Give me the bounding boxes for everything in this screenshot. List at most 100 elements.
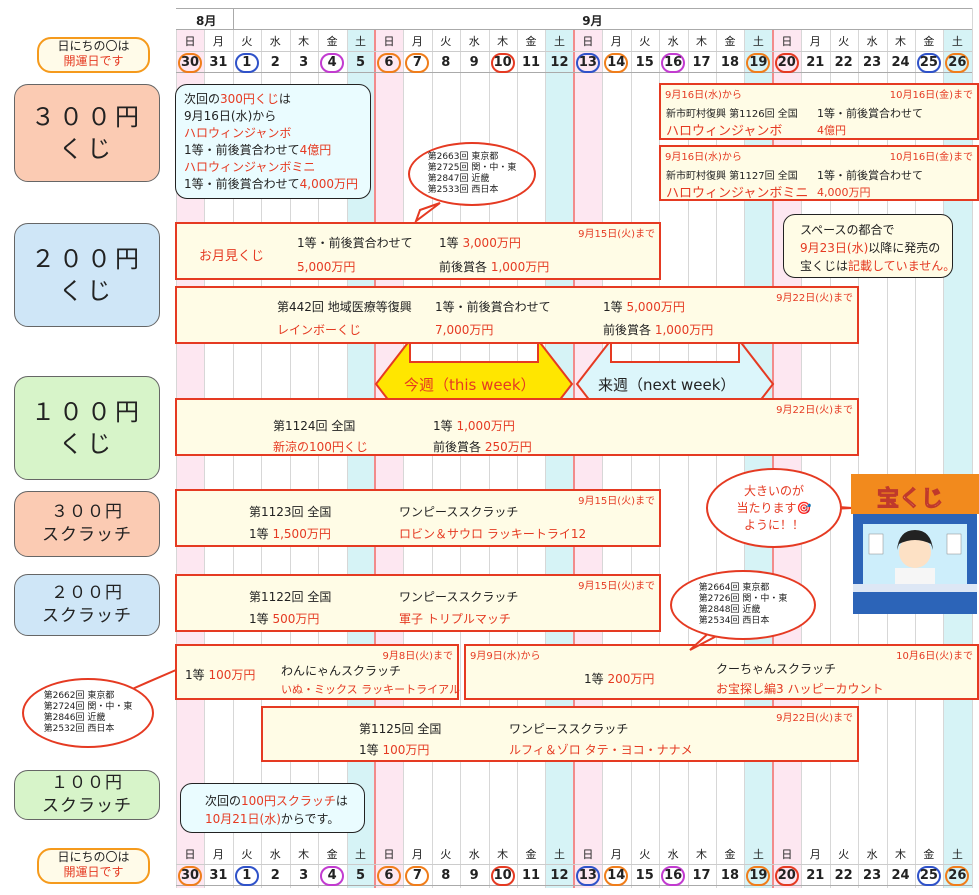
kuchan-scratch-bar[interactable]: 9月9日(水)から 10月6日(火)まで 1等 200万円 クーちゃんスクラッチ… <box>464 644 979 700</box>
lucky-day-number: 14 <box>604 53 629 73</box>
prize-amount: 5,000万円 <box>297 260 356 274</box>
item-subname: いぬ・ミックス ラッキートライアル <box>281 683 461 696</box>
prize-amount: 500万円 <box>272 612 320 626</box>
halloween-jumbo-bar[interactable]: 9月16日(水)から 10月16日(金)まで 新市町村復興 第1126回 全国 … <box>659 83 979 140</box>
round-text: 第1125回 全国 <box>359 722 442 736</box>
weekday-label: 金 <box>326 848 338 861</box>
category-label: １００円 スクラッチ <box>42 773 132 816</box>
halloween-mini-bar[interactable]: 9月16日(水)から 10月16日(金)まで 新市町村復興 第1127回 全国 … <box>659 145 979 201</box>
weekday-label: 火 <box>440 848 452 861</box>
day-number: 21 <box>806 55 825 70</box>
note-text: 次回の <box>205 794 242 808</box>
rounds-text: 第2663回 東京都 第2725回 関・中・東 第2847回 近畿 第2533回… <box>427 152 517 195</box>
lucky-day-number: 1 <box>234 53 259 73</box>
weekday-label: 土 <box>752 35 764 48</box>
lottery-shop-icon <box>851 474 979 614</box>
weekday-label: 水 <box>667 35 679 48</box>
prize-text: 1等・前後賞合わせて <box>817 169 923 182</box>
lucky-day-number: 30 <box>178 53 202 73</box>
day-number: 12 <box>550 55 569 70</box>
otsukimi-rounds-bubble: 第2663回 東京都 第2725回 関・中・東 第2847回 近畿 第2533回… <box>408 142 536 206</box>
lucky-day-label-top: 日にちの〇は 開運日です <box>37 37 150 73</box>
note-text: 1等・前後賞合わせて <box>184 143 300 157</box>
prize-amount: 5,000万円 <box>626 300 685 314</box>
lucky-day-number: 7 <box>405 866 430 886</box>
rainbow-lottery-bar[interactable]: 9月22日(火)まで 第442回 地域医療等復興 レインボーくじ 1等・前後賞合… <box>175 286 859 344</box>
day-number: 15 <box>635 55 654 70</box>
weekday-label: 月 <box>809 35 821 48</box>
category-100yen-lottery: １００円 くじ <box>14 376 160 480</box>
tateyoko-scratch-bar[interactable]: 9月22日(火)まで 第1125回 全国 1等 100万円 ワンピーススクラッチ… <box>261 706 859 762</box>
weekday-label: 火 <box>241 35 253 48</box>
weekday-label: 日 <box>582 848 594 861</box>
prize-text: 1等・前後賞合わせて <box>435 300 551 314</box>
lucky-day-number: 1 <box>234 866 259 886</box>
lottery-shop-illustration: 宝くじ <box>851 474 979 616</box>
next-300-lottery-note: 次回の300円くじは 9月16日(水)から ハロウィンジャンボ 1等・前後賞合わ… <box>175 84 371 199</box>
lucky-day-number: 10 <box>490 53 515 73</box>
prize-text: 1等 <box>439 236 459 250</box>
lucky-day-number: 26 <box>945 866 970 886</box>
series-name: ワンピーススクラッチ <box>399 505 519 519</box>
day-number: 17 <box>692 55 711 70</box>
item-name: 軍子 トリプルマッチ <box>399 612 511 626</box>
note-text: からです。 <box>280 812 340 826</box>
weekday-label: 月 <box>610 848 622 861</box>
day-number: 3 <box>299 868 309 883</box>
note-text: 以降に発売の <box>868 241 941 255</box>
day-number: 17 <box>692 868 711 883</box>
weekday-label: 木 <box>895 848 906 861</box>
prize-text: 1等 <box>249 527 269 541</box>
note-text: 100円スクラッチ <box>241 794 336 808</box>
weekday-label: 水 <box>269 848 281 861</box>
rounds-text: 第2664回 東京都 第2726回 関・中・東 第2848回 近畿 第2534回… <box>698 583 788 626</box>
lucky-day-number: 20 <box>774 53 799 73</box>
end-date: 9月15日(火)まで <box>578 496 655 507</box>
round-text: 新市町村復興 第1127回 全国 <box>666 171 798 182</box>
note-text: 9月16日(水)から <box>184 109 277 123</box>
prize-amount: 4,000万円 <box>817 186 871 199</box>
prize-amount: 4億円 <box>817 124 846 137</box>
prize-text: 1等・前後賞合わせて <box>297 236 413 250</box>
triple-match-scratch-bar[interactable]: 9月15日(火)まで 第1122回 全国 1等 500万円 ワンピーススクラッチ… <box>175 574 661 632</box>
lucky-day-label-line2: 開運日です <box>63 865 124 879</box>
weekday-label: 金 <box>923 848 935 861</box>
weekday-label: 火 <box>241 848 253 861</box>
day-number: 3 <box>299 55 309 70</box>
prize-text: 1等 <box>603 300 623 314</box>
day-number: 12 <box>550 868 569 883</box>
note-text: 4億円 <box>299 143 332 157</box>
weekday-label: 木 <box>497 848 509 861</box>
weekday-label: 金 <box>525 848 537 861</box>
lucky-day-number: 25 <box>916 866 941 886</box>
lucky-day-number: 13 <box>575 866 600 886</box>
note-text: 9月23日(水) <box>800 241 869 255</box>
category-label: ２００円 スクラッチ <box>42 583 132 626</box>
category-label: ３００円 スクラッチ <box>42 502 132 545</box>
prize-amount: 100万円 <box>208 668 256 682</box>
end-date: 9月8日(火)まで <box>382 651 453 662</box>
prize-amount: 250万円 <box>484 440 532 454</box>
lucky-try-scratch-bar[interactable]: 9月15日(火)まで 第1123回 全国 1等 1,500万円 ワンピーススクラ… <box>175 489 661 547</box>
prize-amount: 1,000万円 <box>654 323 714 337</box>
note-text: 10月21日(水) <box>205 812 281 826</box>
note-text: ハロウィンジャンボミニ <box>184 160 316 174</box>
shinryo-lottery-bar[interactable]: 9月22日(火)まで 第1124回 全国 新涼の100円くじ 1等 1,000万… <box>175 398 859 456</box>
rounds-text: 第2662回 東京都 第2724回 関・中・東 第2846回 近畿 第2532回… <box>43 691 133 734</box>
weekday-label: 月 <box>212 848 224 861</box>
wannyan-scratch-bar[interactable]: 9月8日(火)まで 1等 100万円 わんにゃんスクラッチ いぬ・ミックス ラッ… <box>175 644 461 700</box>
lucky-day-number: 25 <box>916 53 941 73</box>
day-number: 18 <box>720 868 740 883</box>
month-label-aug: 8月 <box>196 14 217 28</box>
weekday-label: 水 <box>269 35 281 48</box>
end-date: 9月15日(火)まで <box>578 229 655 240</box>
weekday-label: 火 <box>440 35 452 48</box>
day-number: 22 <box>834 868 853 883</box>
weekday-label: 水 <box>667 848 679 861</box>
day-number: 21 <box>806 868 825 883</box>
category-200yen-lottery: ２００円 くじ <box>14 223 160 327</box>
weekday-label: 月 <box>610 35 622 48</box>
day-number: 5 <box>355 868 366 883</box>
otsukimi-lottery-bar[interactable]: 9月15日(火)まで お月見くじ 1等・前後賞合わせて 5,000万円 1等 3… <box>175 222 661 280</box>
